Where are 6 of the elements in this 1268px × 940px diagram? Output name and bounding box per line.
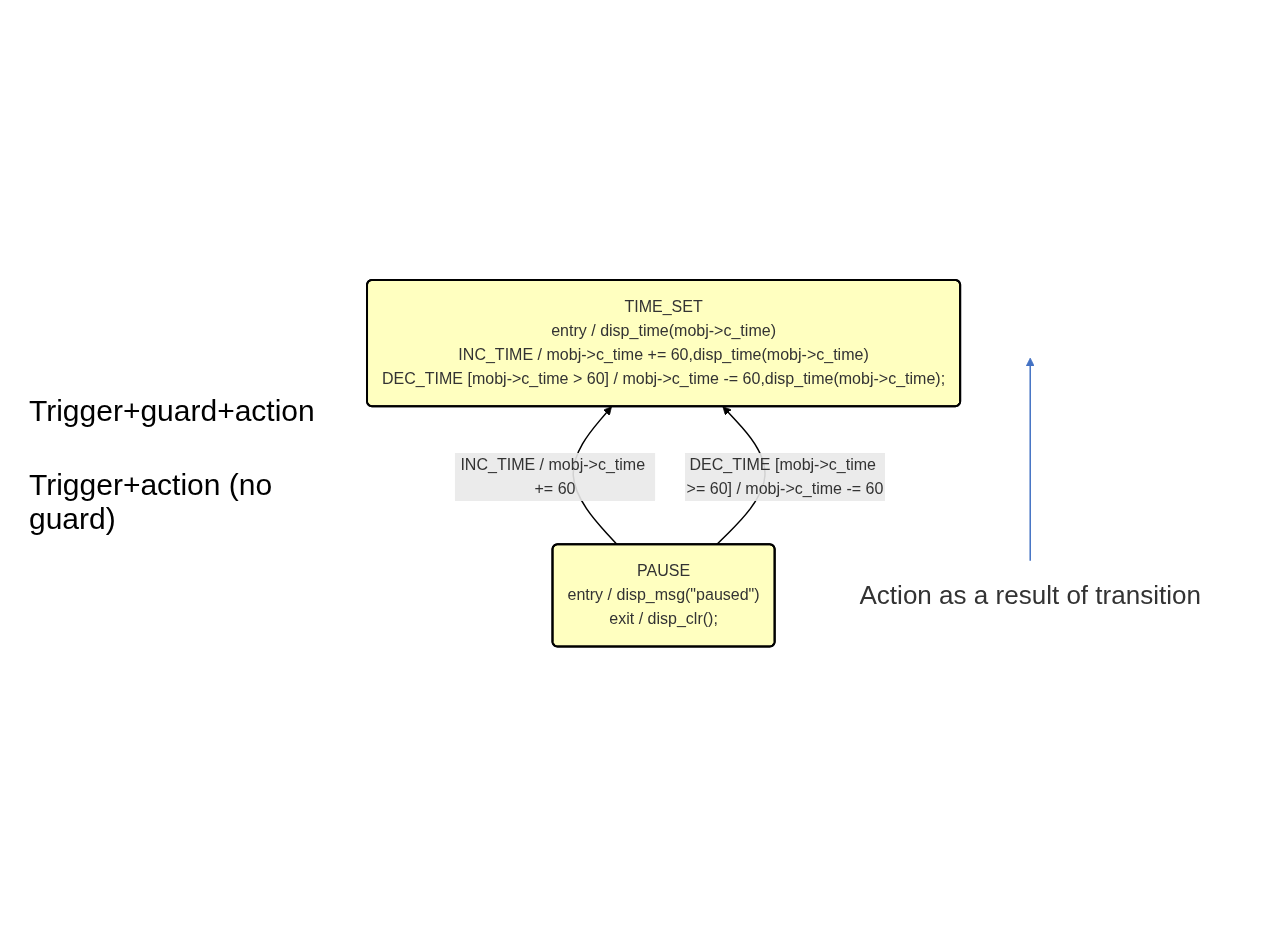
edge-label: INC_TIME / mobj->c_time += 60	[460, 455, 646, 497]
edge-label: DEC_TIME [mobj->c_time >= 60] / mobj->c_time -= 60	[686, 455, 884, 497]
leader-line	[1025, 357, 1035, 562]
annotation-text: Trigger+action (no guard)	[29, 468, 274, 536]
annotation-text: Trigger+guard+action	[29, 394, 316, 428]
node-text: Action as a result of transition	[859, 579, 1201, 610]
